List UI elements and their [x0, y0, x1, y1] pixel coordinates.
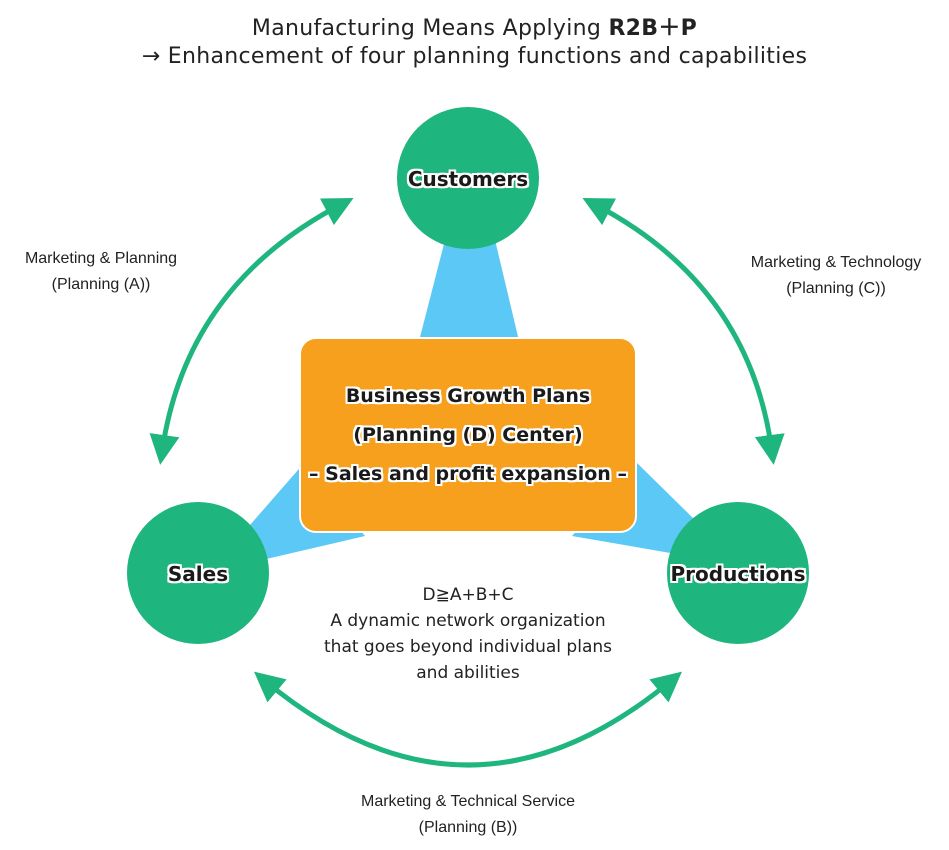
title-prefix: Manufacturing Means Applying — [251, 16, 609, 41]
arrow-marketing-technology — [582, 198, 785, 465]
sales-circle — [127, 502, 269, 644]
label-marketing-technology-line2: (Planning (C)) — [786, 280, 886, 297]
sales-label: Sales — [167, 562, 229, 586]
center-line-1: Business Growth Plans — [345, 384, 591, 407]
label-marketing-service-line1: Marketing & Technical Service — [360, 793, 576, 810]
customers-label: Customers — [407, 167, 529, 191]
title-subtitle: → Enhancement of four planning functions… — [141, 44, 808, 69]
center-line-3: – Sales and profit expansion – — [309, 462, 627, 485]
title-bold: R2B＋P — [608, 16, 698, 41]
label-marketing-service-line2: (Planning (B)) — [418, 819, 518, 836]
center-box-text: Business Growth Plans (Planning (D) Cent… — [300, 338, 636, 532]
title-line-2: → Enhancement of four planning functions… — [0, 44, 949, 69]
customers-circle — [397, 107, 539, 249]
label-marketing-technology: Marketing & Technology (Planning (C)) — [751, 250, 921, 302]
productions-label: Productions — [670, 562, 806, 586]
label-marketing-technology-line1: Marketing & Technology — [750, 254, 922, 271]
formula-line-4: and abilities — [416, 663, 520, 683]
formula-equation: D≧A+B+C — [422, 585, 514, 605]
label-marketing-service: Marketing & Technical Service (Planning … — [361, 789, 575, 841]
label-marketing-planning-line1: Marketing & Planning — [24, 250, 178, 267]
title-line-1: Manufacturing Means Applying R2B＋P — [0, 10, 949, 42]
connector-customers — [418, 240, 520, 345]
center-line-2: (Planning (D) Center) — [353, 423, 583, 446]
productions-circle — [667, 502, 809, 644]
label-marketing-planning-line2: (Planning (A)) — [51, 276, 151, 293]
arrow-marketing-planning — [149, 198, 354, 465]
formula-block: D≧A+B+C A dynamic network organization t… — [324, 582, 612, 686]
label-marketing-planning: Marketing & Planning (Planning (A)) — [25, 246, 177, 298]
formula-line-3: that goes beyond individual plans — [324, 637, 612, 657]
formula-line-2: A dynamic network organization — [330, 611, 606, 631]
arrow-marketing-service — [254, 671, 682, 768]
